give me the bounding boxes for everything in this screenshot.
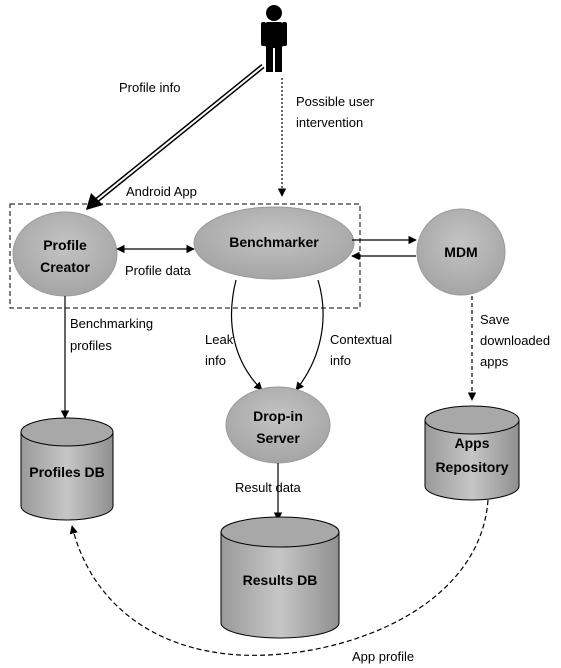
svg-text:Apps: Apps bbox=[455, 435, 490, 451]
result-data-label: Result data bbox=[235, 480, 302, 495]
user-intervention-label-2: intervention bbox=[296, 115, 363, 130]
svg-text:Server: Server bbox=[256, 430, 300, 446]
save-apps-label: Save bbox=[480, 312, 510, 327]
svg-text:MDM: MDM bbox=[444, 244, 477, 260]
cylinder-profiles-db: Profiles DB bbox=[20, 417, 114, 521]
cylinder-apps-repository: Apps Repository bbox=[424, 405, 520, 501]
svg-text:Repository: Repository bbox=[435, 459, 508, 475]
edge-leak-info bbox=[231, 279, 263, 391]
node-mdm: MDM bbox=[416, 208, 506, 296]
user-intervention-label: Possible user bbox=[296, 94, 375, 109]
leak-info-label-2: info bbox=[205, 353, 226, 368]
svg-text:Profiles DB: Profiles DB bbox=[29, 464, 104, 480]
benchmarking-profiles-label-2: profiles bbox=[70, 338, 112, 353]
benchmarking-profiles-label: Benchmarking bbox=[70, 316, 153, 331]
node-benchmarker: Benchmarker bbox=[193, 206, 355, 280]
svg-text:Results DB: Results DB bbox=[243, 572, 318, 588]
user-icon bbox=[261, 5, 287, 72]
edge-contextual-info bbox=[295, 279, 324, 391]
svg-text:Profile: Profile bbox=[43, 237, 87, 253]
edge-app-profile bbox=[69, 499, 489, 656]
android-app-label: Android App bbox=[126, 184, 197, 199]
profile-data-label: Profile data bbox=[125, 263, 192, 278]
save-apps-label-2: downloaded bbox=[480, 333, 550, 348]
node-dropin-server: Drop-in Server bbox=[225, 386, 331, 464]
svg-text:Drop-in: Drop-in bbox=[253, 408, 303, 424]
node-profile-creator: Profile Creator bbox=[12, 211, 118, 297]
app-profile-label: App profile bbox=[352, 649, 414, 664]
contextual-info-label-2: info bbox=[330, 353, 351, 368]
edge-profile-info bbox=[86, 64, 265, 210]
profile-info-label: Profile info bbox=[119, 80, 180, 95]
contextual-info-label: Contextual bbox=[330, 332, 392, 347]
leak-info-label: Leak bbox=[205, 332, 234, 347]
cylinder-results-db: Results DB bbox=[220, 516, 340, 639]
svg-text:Benchmarker: Benchmarker bbox=[229, 234, 319, 250]
save-apps-label-3: apps bbox=[480, 354, 509, 369]
svg-text:Creator: Creator bbox=[40, 259, 90, 275]
